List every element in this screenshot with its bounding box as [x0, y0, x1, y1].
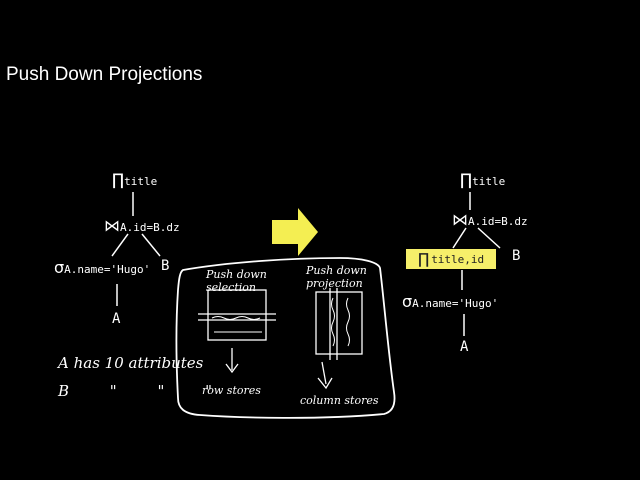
projection-attr: title [472, 175, 506, 188]
projection-attr: title [124, 175, 158, 188]
left-edge-join-b [141, 233, 161, 257]
note-column-stores: column stores [300, 394, 379, 407]
projection-symbol: ∏ [112, 170, 125, 189]
left-relation-a: A [112, 311, 121, 327]
note-attributes: A has 10 attributes [58, 354, 204, 372]
right-edge-join-pushedproj [452, 227, 467, 249]
right-edge-join-b [477, 227, 501, 249]
row-store-sketch [207, 289, 267, 341]
pushed-projection-attrs: title,id [431, 252, 485, 266]
handdrawn-box [175, 257, 396, 419]
selection-symbol: σ [402, 292, 413, 311]
note-push-down-selection: Push down selection [206, 268, 267, 294]
transform-arrow-icon [272, 208, 318, 256]
join-condition: A.id=B.dz [120, 221, 180, 234]
note-b-same: B " " " [58, 382, 231, 400]
projection-symbol: ∏ [460, 170, 473, 189]
left-relation-b: B [161, 258, 170, 274]
slide-title: Push Down Projections [6, 64, 203, 85]
right-join-node: ⋈A.id=B.dz [452, 212, 528, 228]
left-edge-join-selection [111, 233, 129, 257]
left-projection-node: ∏title [112, 172, 157, 188]
join-symbol: ⋈ [104, 216, 120, 235]
selection-symbol: σ [54, 258, 65, 277]
right-selection-node: σA.name='Hugo' [402, 294, 498, 310]
join-symbol: ⋈ [452, 210, 468, 229]
right-relation-b: B [512, 248, 521, 264]
note-row-stores: row stores [202, 384, 261, 397]
left-join-node: ⋈A.id=B.dz [104, 218, 180, 234]
pushed-projection-highlight: ∏title,id [406, 249, 496, 269]
right-projection-node: ∏title [460, 172, 505, 188]
note-push-down-projection: Push down projection [306, 264, 367, 290]
selection-condition: A.name='Hugo' [412, 297, 499, 310]
projection-symbol: ∏ [417, 250, 430, 268]
column-store-sketch [315, 291, 363, 355]
join-condition: A.id=B.dz [468, 215, 528, 228]
right-relation-a: A [460, 339, 469, 355]
left-selection-node: σA.name='Hugo' [54, 260, 150, 276]
selection-condition: A.name='Hugo' [64, 263, 151, 276]
